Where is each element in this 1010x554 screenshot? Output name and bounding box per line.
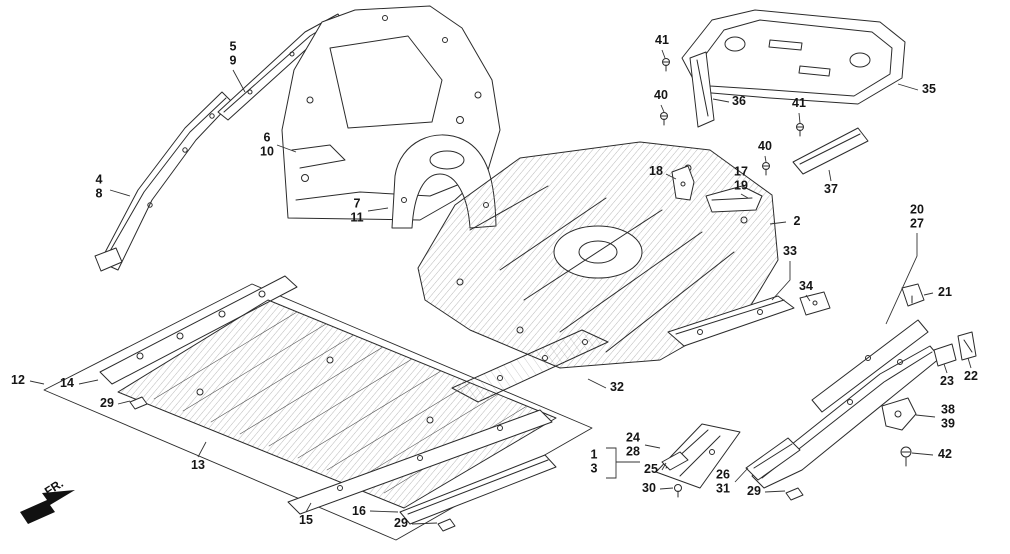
fastener-clip-41-top — [662, 58, 670, 72]
part-bracket-21 — [901, 283, 925, 307]
fastener-clip-29-left — [129, 396, 148, 410]
part-front-pillar-stiffener — [94, 91, 233, 272]
fastener-clip-30 — [674, 484, 682, 498]
leader-lines — [29, 49, 972, 525]
part-shelf-bracket-right — [792, 127, 869, 175]
part-bracket-26-31 — [745, 437, 801, 481]
part-bracket-17-19 — [705, 185, 763, 213]
assembly-box-front-floor — [43, 283, 593, 541]
fastener-clip-40-top — [660, 112, 668, 126]
part-rear-frame-rails — [751, 319, 941, 489]
part-bracket-23 — [933, 343, 957, 367]
fastener-clip-29-bottom — [437, 518, 456, 532]
fr-direction-arrow: FR. — [20, 476, 75, 524]
part-bracket-18 — [671, 165, 695, 201]
part-cross-member-24-28 — [655, 423, 741, 489]
part-rear-shelf — [681, 9, 906, 105]
fastener-clip-41-right — [796, 123, 804, 137]
part-shelf-bracket-left — [689, 51, 715, 128]
part-inner-sill-16 — [399, 454, 557, 525]
part-bracket-34 — [799, 291, 831, 316]
part-floor-rail-14 — [99, 275, 298, 385]
part-cross-member-33 — [667, 295, 795, 347]
fastener-clip-40-right — [762, 162, 770, 176]
part-side-sill-15 — [287, 409, 553, 515]
part-bracket-25 — [661, 451, 689, 471]
part-bolt-42 — [900, 446, 912, 467]
part-bracket-22 — [957, 331, 977, 361]
part-bracket-38-39 — [881, 397, 917, 431]
fastener-clip-29-right — [785, 487, 804, 501]
